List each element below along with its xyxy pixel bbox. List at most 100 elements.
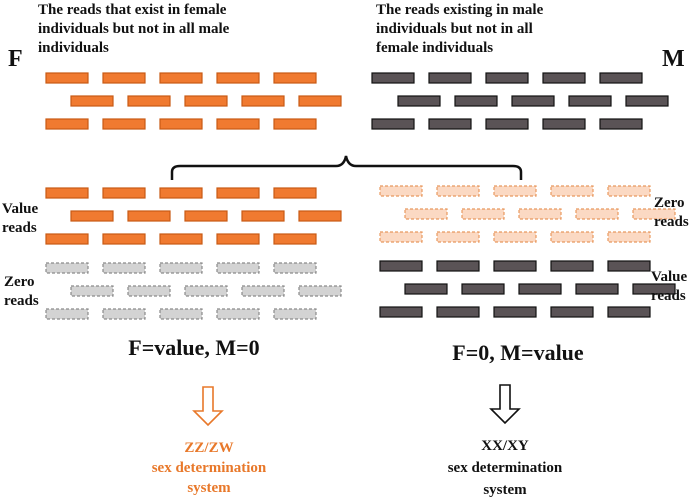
female-read <box>127 95 171 107</box>
male-read <box>542 118 586 130</box>
zzzw-line-2: sex determination <box>152 460 267 476</box>
female-read <box>45 233 89 245</box>
female-read <box>273 118 317 130</box>
male-read <box>542 72 586 84</box>
top-female-reads <box>45 72 342 130</box>
male-read <box>550 306 594 318</box>
female-read <box>45 187 89 199</box>
female-read <box>241 95 285 107</box>
faded-female-read <box>607 185 651 197</box>
xxxy-line-3: system <box>483 482 527 498</box>
lr-value-label-1: Value <box>651 269 687 285</box>
zero-read <box>184 285 228 297</box>
lr-zero-label-1: Zero <box>654 195 685 211</box>
female-caption-line-1: The reads that exist in female <box>38 2 227 18</box>
female-read <box>273 233 317 245</box>
male-read <box>599 118 643 130</box>
male-read <box>550 260 594 272</box>
lr-value-label-2: reads <box>651 288 686 304</box>
zero-read <box>216 262 260 274</box>
male-read <box>428 72 472 84</box>
down-arrow-icon-right <box>489 384 521 425</box>
zero-read <box>216 308 260 320</box>
female-read <box>102 72 146 84</box>
down-arrow-icon-left <box>192 386 224 427</box>
female-read <box>216 187 260 199</box>
zero-read <box>127 285 171 297</box>
ll-value-label-1: Value <box>2 201 38 217</box>
female-caption-line-3: individuals <box>38 40 109 56</box>
male-read <box>428 118 472 130</box>
xxxy-line-2: sex determination <box>448 460 563 476</box>
ll-zero-label-2: reads <box>4 293 39 309</box>
male-read <box>493 260 537 272</box>
ll-zero-label-1: Zero <box>4 274 35 290</box>
female-read <box>298 210 342 222</box>
zero-read <box>45 308 89 320</box>
xxxy-line-1: XX/XY <box>481 438 529 454</box>
male-read <box>575 283 619 295</box>
faded-female-read <box>518 208 562 220</box>
female-read <box>159 118 203 130</box>
female-read <box>102 233 146 245</box>
zero-read <box>241 285 285 297</box>
female-read <box>159 187 203 199</box>
zero-read <box>102 262 146 274</box>
female-read <box>241 210 285 222</box>
female-read <box>216 72 260 84</box>
lower-left-zero-reads <box>45 262 342 320</box>
male-read <box>568 95 612 107</box>
lower-right-value-reads <box>379 260 676 318</box>
male-read <box>518 283 562 295</box>
male-read <box>607 306 651 318</box>
faded-female-read <box>575 208 619 220</box>
male-read <box>436 306 480 318</box>
male-caption-line-2: individuals but not in all <box>376 21 533 37</box>
zero-read <box>273 262 317 274</box>
zero-read <box>45 262 89 274</box>
male-read <box>485 118 529 130</box>
male-read <box>493 306 537 318</box>
male-label: M <box>662 46 685 72</box>
faded-female-read <box>436 231 480 243</box>
female-read <box>184 95 228 107</box>
male-caption-line-1: The reads existing in male <box>376 2 544 18</box>
male-read <box>485 72 529 84</box>
zzzw-line-1: ZZ/ZW <box>184 440 233 456</box>
female-read <box>45 72 89 84</box>
zzzw-line-3: system <box>187 480 231 496</box>
male-read <box>461 283 505 295</box>
lower-left-value-reads <box>45 187 342 245</box>
zero-read <box>70 285 114 297</box>
male-read <box>607 260 651 272</box>
male-read <box>454 95 498 107</box>
faded-female-read <box>493 231 537 243</box>
male-read <box>397 95 441 107</box>
faded-female-read <box>379 185 423 197</box>
female-read <box>184 210 228 222</box>
left-formula: F=value, M=0 <box>128 335 259 360</box>
faded-female-read <box>550 231 594 243</box>
male-read <box>379 260 423 272</box>
curly-brace <box>170 155 523 180</box>
lr-zero-label-2: reads <box>654 214 689 230</box>
faded-female-read <box>379 231 423 243</box>
faded-female-read <box>607 231 651 243</box>
male-read <box>371 72 415 84</box>
female-read <box>159 72 203 84</box>
zero-read <box>102 308 146 320</box>
female-read <box>216 118 260 130</box>
female-read <box>102 118 146 130</box>
male-caption-line-3: female individuals <box>376 40 493 56</box>
female-read <box>159 233 203 245</box>
female-read <box>127 210 171 222</box>
male-read <box>371 118 415 130</box>
female-read <box>216 233 260 245</box>
zero-read <box>298 285 342 297</box>
male-read <box>599 72 643 84</box>
zero-read <box>159 308 203 320</box>
female-read <box>70 210 114 222</box>
faded-female-read <box>493 185 537 197</box>
